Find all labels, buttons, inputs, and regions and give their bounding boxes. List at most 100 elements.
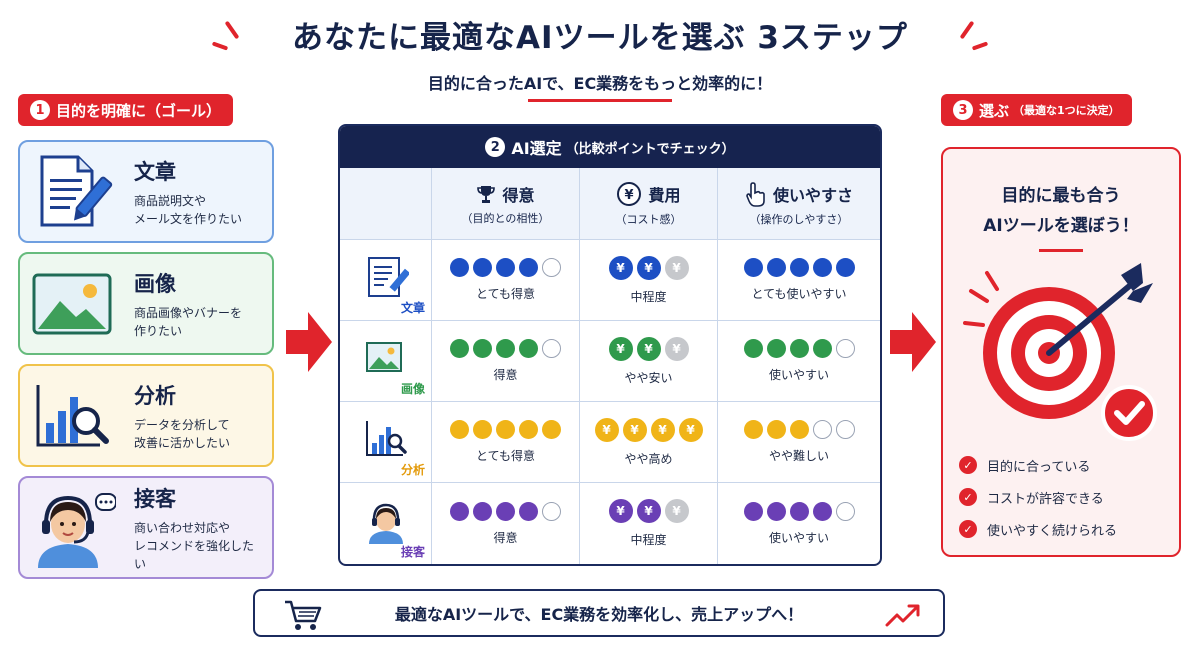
cost-label-analysis: やや高め — [624, 451, 673, 466]
rating-dot-filled — [789, 258, 809, 277]
yen-coin-filled-icon: ¥ — [650, 417, 675, 442]
purpose-desc-support-2: レコメンドを強化したい — [134, 538, 255, 571]
rating-dot-filled — [473, 420, 492, 439]
purpose-desc-text-1: 商品説明文や — [134, 193, 207, 208]
check-item: ✓目的に合っている — [959, 449, 1117, 481]
choose-message: 目的に最も合う AIツールを選ぼう！ — [943, 181, 1179, 241]
row-document-icon — [363, 256, 410, 304]
yen-coin-filled-icon: ¥ — [636, 336, 661, 361]
cell-ease-support: 使いやすい — [718, 483, 880, 564]
row-label-support: 接客 — [400, 545, 425, 559]
choose-message-line1: 目的に最も合う — [1001, 186, 1121, 206]
rating-dot-empty — [812, 420, 832, 439]
bottom-banner: 最適なAIツールで、EC業務を効率化し、売上アップへ！ — [253, 589, 945, 637]
step2-number: 2 — [485, 137, 506, 157]
rating-dot-empty — [542, 339, 561, 358]
rating-dot-filled — [542, 420, 561, 439]
purpose-desc-image-2: 作りたい — [134, 323, 183, 338]
footer-text: 最適なAIツールで、EC業務を効率化し、売上アップへ！ — [394, 605, 804, 624]
rating-dot-filled — [812, 339, 832, 358]
yen-coin-filled-icon: ¥ — [636, 499, 661, 523]
check-icon: ✓ — [959, 520, 977, 538]
rating-dot-empty — [835, 420, 855, 439]
rating-dot-filled — [789, 501, 809, 521]
cost-label-support: 中程度 — [630, 533, 667, 547]
rating-dot-filled — [519, 501, 538, 521]
rating-dot-filled — [743, 258, 763, 277]
row-landscape-icon — [363, 339, 409, 383]
table-row-image: 画像 得意 ¥¥¥やや安い 使いやすい — [340, 321, 880, 402]
purpose-desc-text-2: メール文を作りたい — [134, 211, 243, 226]
purpose-card-text: 文章 商品説明文や メール文を作りたい — [18, 140, 274, 243]
yen-coin-icon: ¥ — [616, 181, 642, 207]
rating-dot-empty — [542, 258, 561, 277]
cell-cost-support: ¥¥¥中程度 — [580, 483, 718, 564]
page-title: あなたに最適なAIツールを選ぶ 3ステップ — [292, 20, 908, 56]
yen-coin-filled-icon: ¥ — [636, 255, 661, 280]
step2-label: AI選定 — [511, 139, 562, 158]
skill-rating-marks — [450, 501, 561, 521]
yen-coin-filled-icon: ¥ — [608, 255, 633, 280]
grid-corner — [340, 168, 432, 239]
check-icon: ✓ — [959, 488, 977, 506]
skill-label-image: 得意 — [493, 368, 518, 382]
rating-dot-filled — [812, 258, 832, 277]
cost-rating-marks: ¥¥¥ — [608, 336, 689, 361]
check-item: ✓コストが許容できる — [959, 481, 1117, 513]
rating-dot-filled — [766, 258, 786, 277]
step3-label: 選ぶ — [979, 101, 1010, 120]
cell-skill-analysis: とても得意 — [432, 402, 580, 482]
chart-magnifier-icon — [28, 377, 116, 455]
yen-coin-filled-icon: ¥ — [622, 417, 647, 442]
rating-dot-filled — [519, 258, 538, 277]
check-list: ✓目的に合っている ✓コストが許容できる ✓ 使いやすく続けられる — [959, 449, 1117, 545]
row-label-cell-support: 接客 — [340, 483, 432, 564]
row-label-image: 画像 — [400, 382, 425, 396]
arrow-right-icon — [286, 312, 332, 372]
rating-dot-filled — [496, 258, 515, 277]
ease-rating-marks — [743, 420, 855, 439]
rating-dot-filled — [450, 420, 469, 439]
ease-label-image: 使いやすい — [768, 368, 829, 382]
ease-label-analysis: やや難しい — [768, 449, 829, 463]
yen-coin-filled-icon: ¥ — [594, 417, 619, 442]
rating-dot-filled — [835, 258, 855, 277]
rating-dot-filled — [473, 258, 492, 277]
row-chart-icon — [363, 419, 409, 465]
cell-skill-support: 得意 — [432, 483, 580, 564]
rating-dot-filled — [766, 501, 786, 521]
purpose-title-analysis: 分析 — [134, 383, 176, 408]
arrow-right-icon-2 — [890, 312, 936, 372]
column-header-skill: 得意 （目的との相性） — [432, 168, 580, 239]
rating-dot-filled — [812, 501, 832, 521]
rating-dot-filled — [496, 501, 515, 521]
rating-dot-filled — [789, 420, 809, 439]
headset-agent-icon — [28, 489, 116, 568]
cost-label-text: 中程度 — [630, 289, 667, 304]
purpose-card-image: 画像 商品画像やバナーを 作りたい — [18, 252, 274, 355]
cell-ease-analysis: やや難しい — [718, 402, 880, 482]
rating-dot-filled — [496, 420, 515, 439]
rating-dot-filled — [743, 420, 763, 439]
title-area: あなたに最適なAIツールを選ぶ 3ステップ — [0, 12, 1200, 57]
pointer-hand-icon — [745, 181, 767, 207]
column-title-ease: 使いやすさ — [772, 185, 853, 205]
step3-badge: 3 選ぶ （最適な1つに決定） — [941, 94, 1132, 126]
column-sub-cost: （コスト感） — [615, 212, 682, 226]
cell-ease-text: とても使いやすい — [718, 240, 880, 320]
check-icon: ✓ — [959, 456, 977, 474]
yen-coin-filled-icon: ¥ — [608, 499, 633, 523]
choose-panel: 目的に最も合う AIツールを選ぼう！ ✓目的に合っている ✓コストが許容できる … — [941, 147, 1181, 557]
cell-cost-image: ¥¥¥やや安い — [580, 321, 718, 401]
rating-dot-filled — [473, 339, 492, 358]
column-sub-skill: （目的との相性） — [461, 211, 550, 225]
yen-coin-empty-icon: ¥ — [664, 255, 689, 280]
ease-rating-marks — [743, 501, 855, 521]
skill-label-text: とても得意 — [475, 287, 536, 301]
step1-label: 目的を明確に（ゴール） — [56, 101, 222, 120]
check-text-3: 使いやすく続けられる — [987, 523, 1118, 539]
rating-dot-filled — [766, 420, 786, 439]
skill-rating-marks — [450, 420, 561, 439]
choose-underline — [1039, 249, 1083, 252]
rating-dot-filled — [743, 501, 763, 521]
